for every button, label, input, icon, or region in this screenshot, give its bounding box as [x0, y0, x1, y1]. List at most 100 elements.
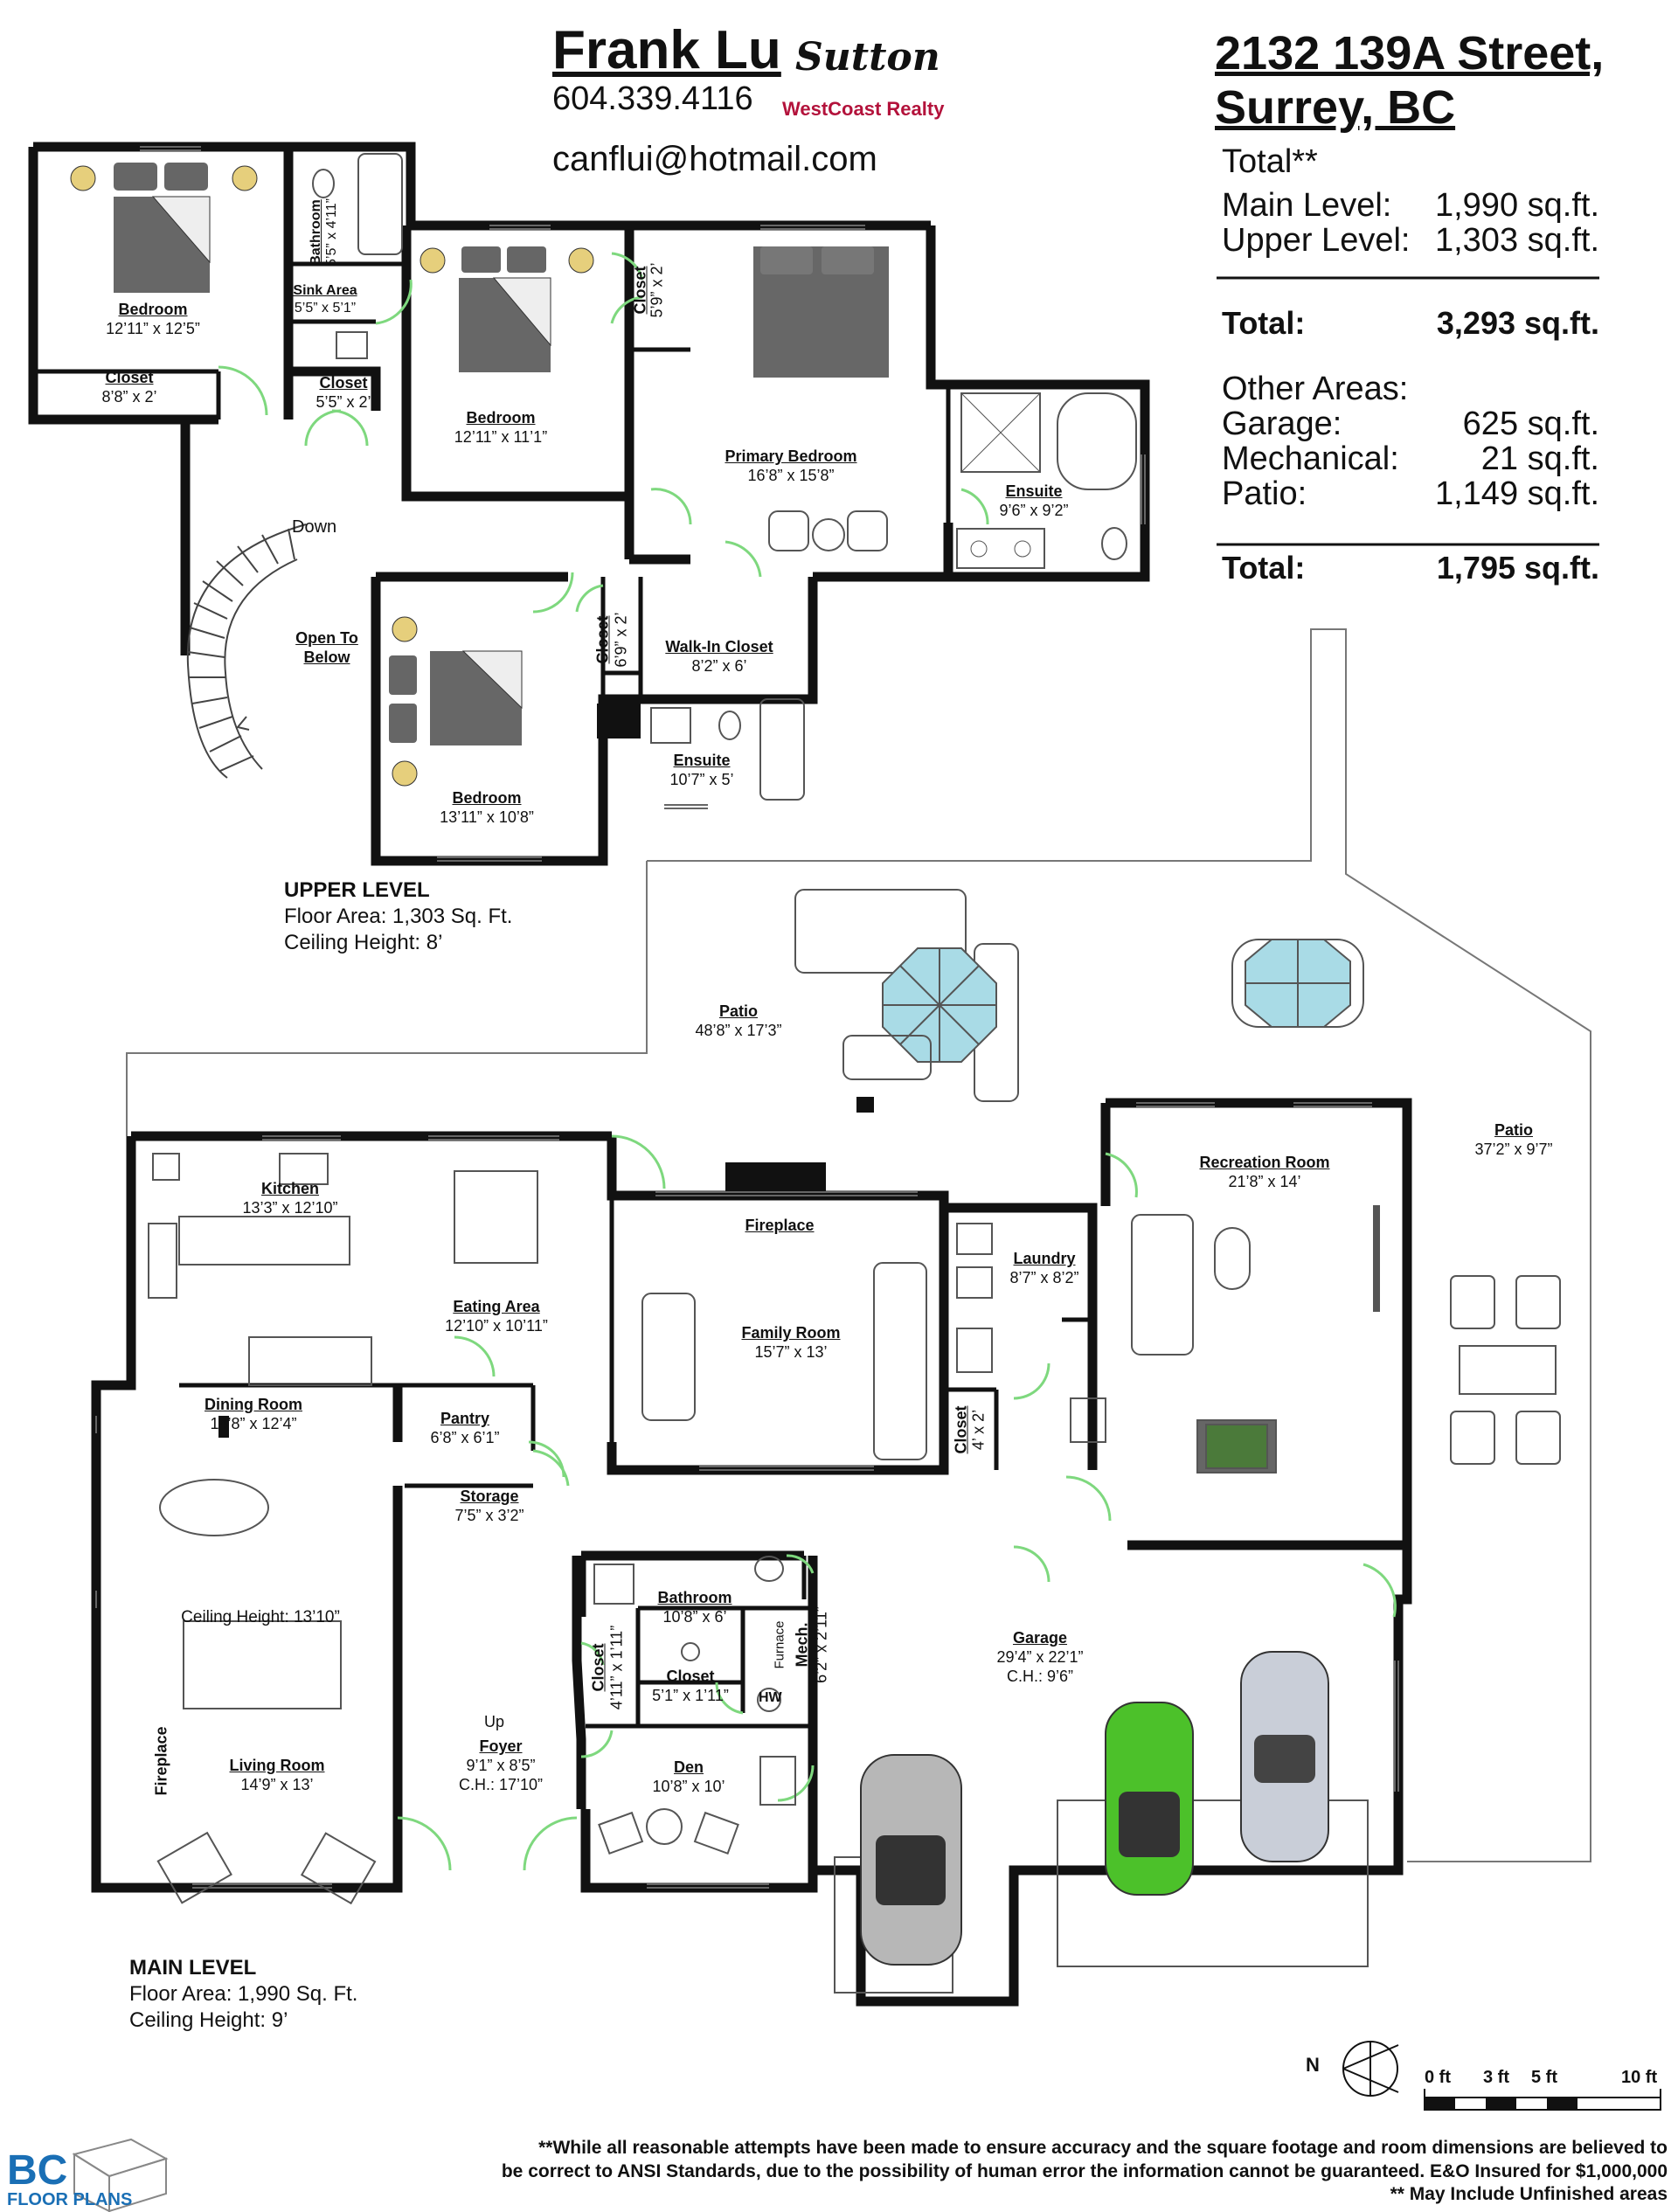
logo-icon — [72, 2138, 169, 2212]
room-pantry-dim: 6’8” x 6’1” — [430, 1429, 500, 1446]
room-ensuite-2-dim: 10’7” x 5’ — [669, 771, 734, 788]
room-pantry: Pantry — [440, 1410, 490, 1427]
room-primary-bedroom: Primary Bedroom — [725, 447, 857, 465]
room-sink-area: Sink Area — [293, 283, 357, 298]
room-living-dim: 14’9” x 13’ — [240, 1776, 314, 1793]
summary-mech-label: Mechanical: — [1222, 440, 1399, 477]
room-closet-foyer: Closet — [589, 1643, 607, 1692]
room-closet-bath: Closet — [666, 1668, 715, 1685]
room-garage-dim: 29’4” x 22’1” — [996, 1648, 1084, 1666]
room-garage: Garage — [1012, 1629, 1068, 1647]
doors — [218, 252, 1397, 1871]
room-bedroom-2: Bedroom — [466, 409, 536, 426]
agent-phone: 604.339.4116 — [552, 80, 753, 117]
upper-level-ceiling: Ceiling Height: 8’ — [284, 931, 443, 954]
room-dining: Dining Room — [205, 1396, 302, 1413]
room-ensuite-1: Ensuite — [1005, 482, 1063, 500]
family-fireplace-label: Fireplace — [745, 1217, 815, 1234]
disclaimer-line-2: be correct to ANSI Standards, due to the… — [501, 2160, 1668, 2181]
main-level-title: MAIN LEVEL — [129, 1956, 257, 1980]
room-walk-in-closet: Walk-In Closet — [665, 638, 773, 655]
room-ensuite-2: Ensuite — [673, 752, 731, 769]
room-patio-2: Patio — [1494, 1121, 1534, 1139]
room-closet-bath-dim: 5’1” x 1’11” — [652, 1687, 729, 1704]
room-garage-ch: C.H.: 9’6” — [1006, 1668, 1074, 1685]
room-sink-area-dim: 5’5” x 5’1” — [294, 301, 357, 316]
scale-label-5: 5 ft — [1531, 2068, 1557, 2087]
summary-other-total-value: 1,795 sq.ft. — [1436, 550, 1599, 586]
summary-other-total-label: Total: — [1222, 550, 1306, 586]
summary-garage-value: 625 sq.ft. — [1462, 406, 1599, 442]
room-closet-1-dim: 8’8” x 2’ — [101, 388, 157, 406]
room-family-room-dim: 15’7” x 13’ — [754, 1343, 828, 1361]
agent-name: Frank Lu — [552, 20, 781, 80]
room-bedroom-1: Bedroom — [118, 301, 188, 318]
room-mech-dim: 6’2” x 2’11” — [812, 1606, 830, 1683]
room-patio-1-dim: 48’8” x 17’3” — [695, 1022, 782, 1039]
upper-level-area: Floor Area: 1,303 Sq. Ft. — [284, 905, 513, 928]
room-closet-laundry: Closet — [952, 1405, 970, 1454]
summary-other-heading: Other Areas: — [1222, 371, 1409, 407]
summary-total-heading: Total** — [1222, 143, 1318, 180]
room-bedroom-2-dim: 12’11” x 11’1” — [454, 428, 548, 446]
disclaimer-line-1: **While all reasonable attempts have bee… — [538, 2138, 1668, 2158]
disclaimer: **While all reasonable attempts have bee… — [374, 2137, 1668, 2207]
room-bathroom-upper: Bathroom — [309, 199, 323, 266]
room-laundry: Laundry — [1013, 1250, 1076, 1267]
agent-email: canflui@hotmail.com — [552, 140, 877, 178]
room-recreation: Recreation Room — [1199, 1154, 1330, 1171]
scale-label-3: 3 ft — [1483, 2068, 1509, 2087]
disclaimer-line-3: ** May Include Unfinished areas — [1390, 2184, 1668, 2205]
room-bathroom-upper-dim: 5’5” x 4’11” — [324, 198, 339, 267]
stair-down-label: Down — [292, 517, 337, 537]
hot-water-label: HW — [759, 1690, 782, 1705]
room-kitchen-dim: 13’3” x 12’10” — [242, 1199, 338, 1217]
address-line1: 2132 139A Street, — [1215, 27, 1605, 80]
stair-up-label: Up — [484, 1713, 505, 1730]
furnace-label: Furnace — [772, 1620, 787, 1669]
room-recreation-dim: 21’8” x 14’ — [1228, 1173, 1301, 1190]
windows — [95, 146, 1399, 1889]
summary-mech-value: 21 sq.ft. — [1480, 440, 1599, 477]
summary-total-value: 3,293 sq.ft. — [1436, 305, 1599, 341]
room-bedroom-3-dim: 13’11” x 10’8” — [440, 808, 534, 826]
room-kitchen: Kitchen — [260, 1180, 320, 1197]
room-closet-1: Closet — [105, 369, 154, 386]
room-closet-foyer-dim: 4’11” x 1’11” — [607, 1625, 626, 1710]
room-foyer: Foyer — [479, 1737, 523, 1755]
summary-upper-value: 1,303 sq.ft. — [1434, 222, 1599, 259]
summary-total-label: Total: — [1222, 305, 1306, 341]
open-to-below-2: Below — [303, 648, 350, 666]
room-ensuite-1-dim: 9’6” x 9’2” — [999, 502, 1069, 519]
main-level-area: Floor Area: 1,990 Sq. Ft. — [129, 1982, 358, 2006]
room-closet-3-dim: 5’9” x 2’ — [648, 262, 666, 318]
room-dining-dim: 14’8” x 12’4” — [210, 1415, 297, 1432]
scale-label-0: 0 ft — [1425, 2068, 1451, 2087]
room-eating-area: Eating Area — [453, 1298, 540, 1315]
scale-label-10: 10 ft — [1621, 2068, 1658, 2087]
summary-rules — [1217, 276, 1599, 546]
scale-bar — [1424, 2089, 1661, 2111]
room-patio-1: Patio — [718, 1002, 759, 1020]
room-closet-2-dim: 5’5” x 2’ — [315, 393, 371, 411]
cars — [860, 1651, 1329, 1966]
room-mech: Mech. — [793, 1622, 811, 1668]
room-laundry-dim: 8’7” x 8’2” — [1009, 1269, 1079, 1286]
summary-upper-label: Upper Level: — [1222, 222, 1411, 259]
upper-level-title: UPPER LEVEL — [284, 878, 430, 902]
room-bedroom-1-dim: 12’11” x 12’5” — [106, 320, 200, 337]
room-walk-in-closet-dim: 8’2” x 6’ — [691, 657, 747, 675]
area-summary: Total** Main Level: 1,990 sq.ft. Upper L… — [1222, 143, 1599, 598]
main-level-ceiling: Ceiling Height: 9’ — [129, 2008, 288, 2032]
open-to-below-1: Open To — [295, 629, 358, 647]
room-eating-area-dim: 12’10” x 10’11” — [445, 1317, 548, 1335]
room-closet-laundry-dim: 4’ x 2’ — [969, 1409, 988, 1451]
summary-patio-label: Patio: — [1222, 475, 1307, 512]
room-closet-4: Closet — [593, 615, 612, 664]
room-storage-dim: 7’5” x 3’2” — [454, 1507, 524, 1524]
room-den-dim: 10’8” x 10’ — [652, 1778, 725, 1795]
room-bathroom-main-dim: 10’8” x 6’ — [662, 1608, 727, 1626]
summary-garage-label: Garage: — [1222, 406, 1342, 442]
room-family-room: Family Room — [741, 1324, 841, 1342]
compass-label: N — [1306, 2054, 1320, 2076]
